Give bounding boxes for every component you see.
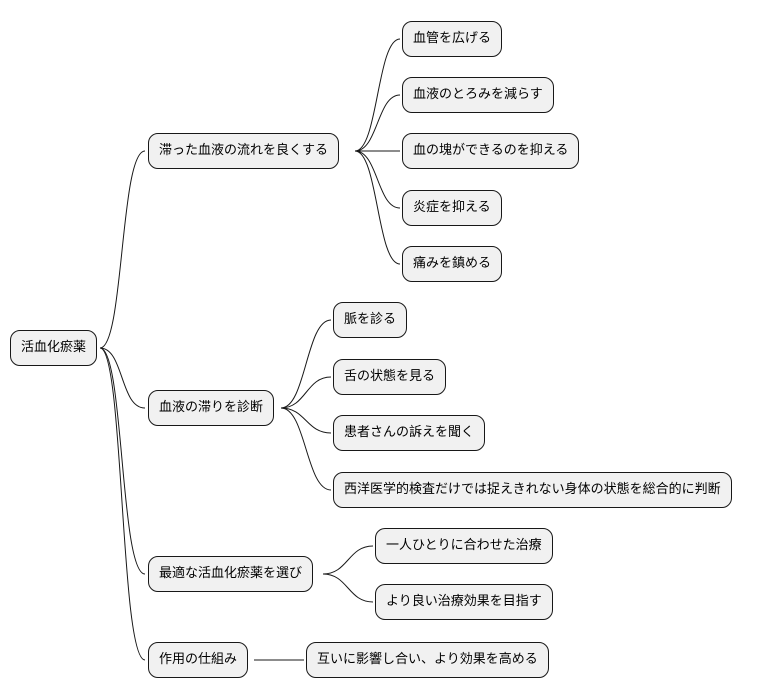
link-root-branch-2 bbox=[99, 347, 146, 575]
leaf-node[interactable]: 痛みを鎮める bbox=[402, 246, 503, 282]
link-b1-c2 bbox=[280, 407, 332, 434]
link-root-branch-1 bbox=[99, 347, 146, 409]
leaf-node[interactable]: 互いに影響し合い、より効果を高める bbox=[306, 642, 549, 678]
leaf-node[interactable]: 一人ひとりに合わせた治療 bbox=[375, 528, 553, 564]
link-b0-c1 bbox=[354, 94, 401, 152]
leaf-node[interactable]: 血の塊ができるのを抑える bbox=[402, 133, 580, 169]
leaf-node[interactable]: 血管を広げる bbox=[402, 21, 503, 57]
link-b1-c3 bbox=[280, 407, 332, 491]
link-b0-c3 bbox=[354, 150, 401, 209]
link-b0-c4 bbox=[354, 150, 401, 265]
branch-node-mechanism[interactable]: 作用の仕組み bbox=[148, 642, 249, 678]
link-b0-c0 bbox=[354, 38, 401, 152]
link-b1-c1 bbox=[280, 376, 332, 409]
link-b2-c0 bbox=[322, 545, 374, 575]
branch-node-diagnosis[interactable]: 血液の滞りを診断 bbox=[148, 390, 275, 426]
leaf-node[interactable]: 舌の状態を見る bbox=[333, 359, 447, 395]
leaf-node[interactable]: 西洋医学的検査だけでは捉えきれない身体の状態を総合的に判断 bbox=[333, 472, 732, 508]
leaf-node[interactable]: 脈を診る bbox=[333, 302, 408, 338]
root-node[interactable]: 活血化瘀薬 bbox=[10, 330, 98, 366]
leaf-node[interactable]: 炎症を抑える bbox=[402, 190, 502, 226]
branch-node-improve-flow[interactable]: 滞った血液の流れを良くする bbox=[148, 133, 340, 169]
link-root-branch-3 bbox=[99, 347, 146, 661]
link-b2-c1 bbox=[322, 573, 374, 603]
link-root-branch-0 bbox=[99, 150, 146, 349]
leaf-node[interactable]: 血液のとろみを減らす bbox=[402, 77, 554, 113]
branch-node-select-medicine[interactable]: 最適な活血化瘀薬を選び bbox=[148, 556, 314, 592]
leaf-node[interactable]: 患者さんの訴えを聞く bbox=[333, 415, 486, 451]
leaf-node[interactable]: より良い治療効果を目指す bbox=[375, 584, 553, 620]
link-b1-c0 bbox=[280, 319, 332, 409]
